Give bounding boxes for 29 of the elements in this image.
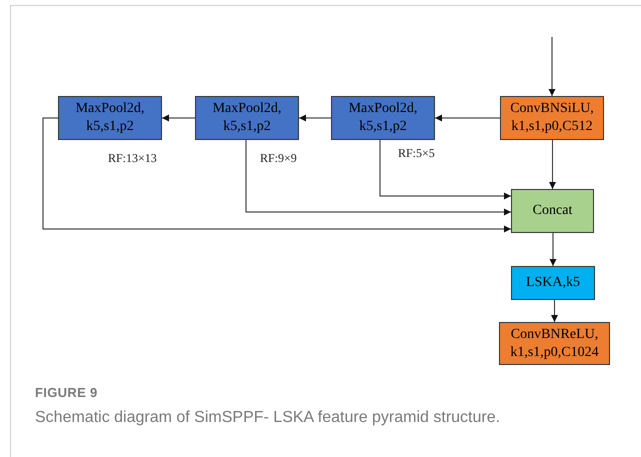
arrow [246,140,512,216]
process-box [195,96,299,140]
arrow [162,114,196,122]
receptive-field-label: RF:5×5 [398,145,435,162]
node-label: MaxPool2d, k5,s1,p2 [348,100,418,136]
arrow [42,118,512,232]
node-label: MaxPool2d, k5,s1,p2 [212,100,282,136]
process-box [331,96,435,140]
figure-number: FIGURE 9 [35,384,98,402]
process-box [499,322,610,365]
process-box [511,266,595,300]
process-box [511,189,594,233]
arrow [380,140,512,200]
arrow [434,114,500,122]
node-label: ConvBNReLU, k1,s1,p0,C1024 [509,326,600,362]
arrow [549,140,556,190]
node-label: MaxPool2d, k5,s1,p2 [74,100,146,136]
receptive-field-label: RF:9×9 [260,150,297,167]
process-box [500,96,604,140]
arrow [548,36,556,96]
arrow [550,232,556,266]
figure-caption: Schematic diagram of SimSPPF- LSKA feature pyramid structure. [35,408,500,428]
node-label: ConvBNSiLU, k1,s1,p0,C512 [509,100,595,136]
node-label: Concat [532,202,572,220]
node-label: LSKA,k5 [526,274,580,292]
receptive-field-label: RF:13×13 [108,150,157,167]
process-box [58,96,162,140]
arrow [298,114,332,122]
arrow [551,300,558,322]
